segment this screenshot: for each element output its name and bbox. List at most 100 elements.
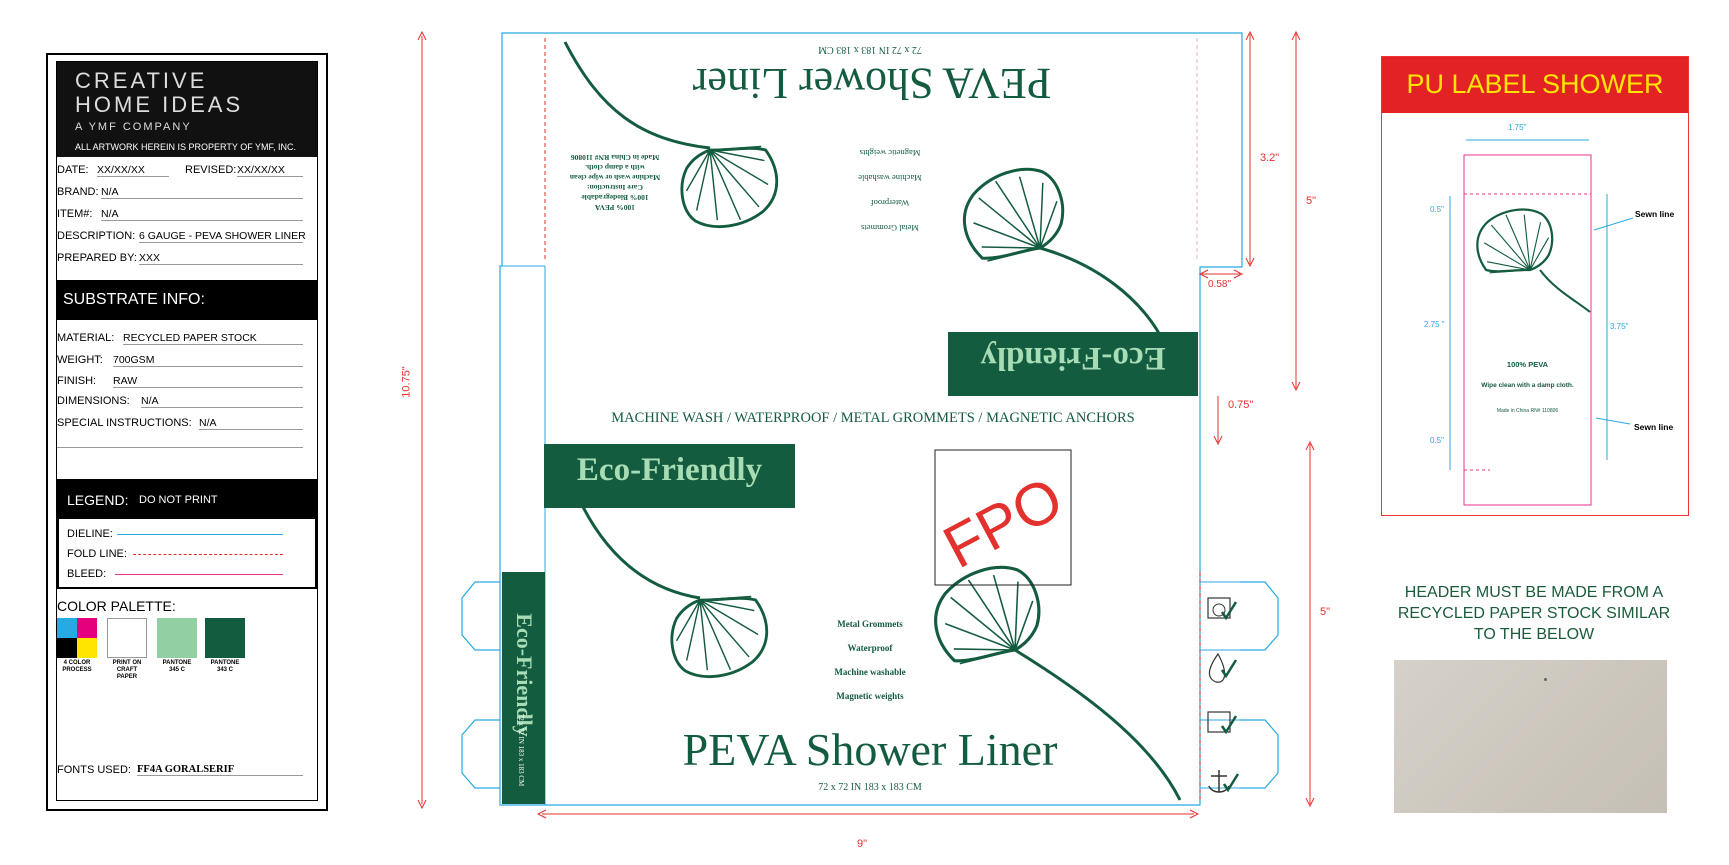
leaf-stem-top-left [563, 41, 711, 150]
back-info-6: Made in China RN# 110806 [570, 153, 660, 162]
pu-bottom-label: 0.5" [1430, 436, 1444, 445]
spec-sheet-inner: CREATIVE HOME IDEAS A YMF COMPANY ALL AR… [56, 61, 318, 801]
top-flap-dimension-label: 3.2" [1260, 152, 1280, 164]
front-features-list: Metal Grommets Waterproof Machine washab… [810, 612, 930, 708]
checkmark-icons [1220, 601, 1240, 793]
pu-leaf-stem [1539, 269, 1591, 313]
pu-label-header: PU LABEL SHOWER [1382, 57, 1688, 113]
eco-badge-front-bg [544, 444, 795, 508]
logo-property-note: ALL ARTWORK HEREIN IS PROPERTY OF YMF, I… [75, 142, 297, 152]
tab-arrows [1198, 269, 1244, 279]
logo-line-1: CREATIVE [75, 68, 208, 93]
legend-box: LEGEND: DO NOT PRINT DIELINE: FOLD LINE:… [57, 479, 317, 589]
weight-label: WEIGHT: [57, 354, 103, 366]
paper-stock-note: HEADER MUST BE MADE FROM A RECYCLED PAPE… [1397, 584, 1671, 643]
material-label: MATERIAL: [57, 332, 115, 344]
prepared-label: PREPARED BY: [57, 252, 137, 264]
right-tab-links [1200, 581, 1240, 789]
sewn-line-pointers [1593, 217, 1634, 425]
legend-note: DO NOT PRINT [139, 494, 218, 506]
pu-middle-label: 2.75 " [1424, 320, 1445, 329]
gap-dimension-label: 0.75" [1228, 399, 1254, 411]
magenta-chip [77, 618, 97, 638]
pu-care: Wipe clean with a damp cloth. [1481, 382, 1574, 389]
company-logo: CREATIVE HOME IDEAS A YMF COMPANY ALL AR… [57, 62, 317, 157]
fonts-label: FONTS USED: [57, 764, 131, 776]
back-feature-4: Magnetic weights [859, 148, 921, 158]
logo-line-2: HOME IDEAS [75, 92, 244, 117]
finish-label: FINISH: [57, 375, 97, 387]
pu-origin: Made in China RN# 110806 [1496, 408, 1559, 414]
front-feature-1: Metal Grommets [837, 619, 903, 629]
brand-label: BRAND: [57, 186, 99, 198]
front-size-text: 72 x 72 IN 183 x 183 CM [818, 782, 922, 793]
item-label: ITEM#: [57, 208, 93, 220]
eco-side-panel-bg [502, 572, 545, 804]
leaf-stem-bottom-right [1014, 648, 1182, 801]
back-info-block: 100% PEVA 100% Biodegradable Care Instru… [560, 152, 670, 212]
date-label: DATE: [57, 164, 89, 176]
dieline-legend-line [117, 534, 283, 535]
swatch-pantone-345 [157, 618, 197, 658]
washing-machine-icon [1207, 597, 1231, 619]
substrate-title: SUBSTRATE INFO: [63, 291, 205, 308]
front-feature-3: Machine washable [834, 667, 906, 677]
fonts-value: FF4A GORALSERIF [137, 764, 303, 776]
pu-label-title: PU LABEL SHOWER [1406, 69, 1664, 99]
dimensions-label: DIMENSIONS: [57, 395, 130, 407]
grommet-rod-icon [1207, 711, 1231, 733]
front-feature-4: Magnetic weights [836, 691, 904, 701]
bleed-legend-label: BLEED: [67, 568, 107, 580]
legend-title: LEGEND: [67, 492, 129, 508]
right-tab-bottom [1240, 719, 1279, 789]
pu-width-label: 1.75" [1508, 123, 1527, 132]
pu-sewn-top-label: Sewn line [1635, 209, 1675, 219]
logo-line-3: A YMF COMPANY [75, 121, 192, 133]
finish-value: RAW [113, 375, 303, 388]
material-value: RECYCLED PAPER STOCK [123, 332, 303, 345]
back-info-3: Care Instruction: [587, 183, 643, 192]
spec-sheet: CREATIVE HOME IDEAS A YMF COMPANY ALL AR… [46, 53, 328, 811]
leaf-stem-top-right [1039, 246, 1162, 336]
special-label: SPECIAL INSTRUCTIONS: [57, 417, 192, 429]
description-value: 6 GAUGE - PEVA SHOWER LINER [139, 230, 306, 243]
cyan-chip [57, 618, 77, 638]
substrate-header: SUBSTRATE INFO: [57, 280, 317, 320]
special-value: N/A [199, 417, 303, 430]
swatch-pantone-343 [205, 618, 245, 658]
leaf-top-left [668, 129, 790, 241]
back-size-text: 72 x 72 IN 183 x 183 CM [818, 44, 922, 55]
back-features-list: Metal Grommets Waterproof Machine washab… [830, 140, 950, 240]
legend-header: LEGEND: DO NOT PRINT [59, 481, 315, 519]
top-five-arrows [1291, 30, 1301, 392]
side-size-text: 72 x 72 IN 183 x 183 CM [517, 713, 525, 787]
eco-badge-back-text: Eco-Friendly [980, 340, 1166, 376]
eco-badge-front-text: Eco-Friendly [576, 452, 763, 488]
back-info-2: 100% Biodegradable [581, 193, 649, 202]
fold-legend-label: FOLD LINE: [67, 548, 127, 560]
back-feature-3: Machine washable [858, 173, 922, 183]
pu-label-bleed [1463, 154, 1592, 506]
top-flap-arrows [1245, 30, 1255, 268]
yellow-chip [77, 638, 97, 658]
front-product-title: PEVA Shower Liner [682, 724, 1058, 775]
revised-value: XX/XX/XX [237, 164, 303, 177]
date-value: XX/XX/XX [97, 164, 169, 177]
bleed-legend-line [115, 574, 283, 575]
fpo-box [934, 449, 1072, 586]
dimensions-value: N/A [141, 395, 303, 408]
width-dimension-label: 9" [857, 838, 868, 850]
paper-texture [1394, 660, 1667, 813]
pu-sewn-bottom-label: Sewn line [1634, 422, 1674, 432]
bottom-five-arrows [1305, 440, 1315, 808]
front-feature-2: Waterproof [847, 643, 893, 653]
tab-dimension-label: 0.58" [1208, 279, 1232, 290]
leaf-stem-bottom-left [580, 504, 701, 600]
fold-legend-line [133, 554, 283, 555]
back-info-4: Machine wash or wipe clean [569, 173, 661, 182]
